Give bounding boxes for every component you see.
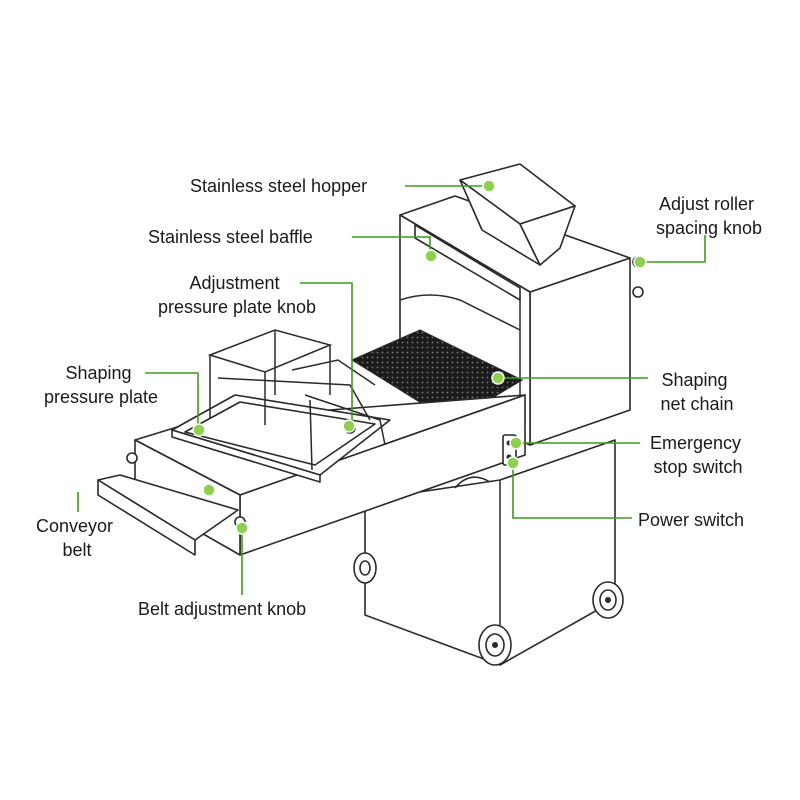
- label-baffle: Stainless steel baffle: [148, 227, 313, 247]
- dot-hopper: [482, 179, 496, 193]
- machine-illustration: [97, 163, 644, 666]
- label-shaping-plate: Shaping pressure plate: [44, 363, 158, 407]
- leader-roller-knob: [640, 235, 706, 263]
- wheel-front: [478, 624, 512, 666]
- shaping-pressure-plate: [171, 394, 391, 483]
- label-roller-knob: Adjust roller spacing knob: [656, 194, 762, 238]
- leader-shaping-plate: [145, 372, 199, 430]
- dot-emergency-stop: [509, 436, 523, 450]
- dot-conveyor-belt: [202, 483, 216, 497]
- dot-belt-knob: [235, 521, 249, 535]
- wheel-left: [353, 552, 377, 584]
- dot-shaping-plate: [192, 423, 206, 437]
- dot-power-switch: [506, 456, 520, 470]
- wheel-right: [592, 581, 624, 619]
- label-belt-knob: Belt adjustment knob: [138, 599, 306, 619]
- hopper: [459, 163, 576, 266]
- dot-pressure-knob: [342, 419, 356, 433]
- label-net-chain: Shaping net chain: [660, 370, 733, 414]
- dot-baffle: [424, 249, 438, 263]
- pressure-plate-frame: [207, 329, 386, 471]
- callout-dots: [192, 179, 647, 535]
- dot-roller-knob: [633, 255, 647, 269]
- dot-net-chain: [491, 371, 505, 385]
- leader-pressure-knob: [300, 282, 353, 425]
- label-emergency-stop: Emergency stop switch: [650, 433, 746, 477]
- label-pressure-knob: Adjustment pressure plate knob: [158, 273, 316, 317]
- callout-labels: Stainless steel hopper Stainless steel b…: [36, 176, 762, 619]
- leader-power-switch: [512, 465, 632, 519]
- label-hopper: Stainless steel hopper: [190, 176, 367, 196]
- feeding-tray: [97, 474, 239, 556]
- label-conveyor-belt: Conveyor belt: [36, 516, 118, 560]
- label-power-switch: Power switch: [638, 510, 744, 530]
